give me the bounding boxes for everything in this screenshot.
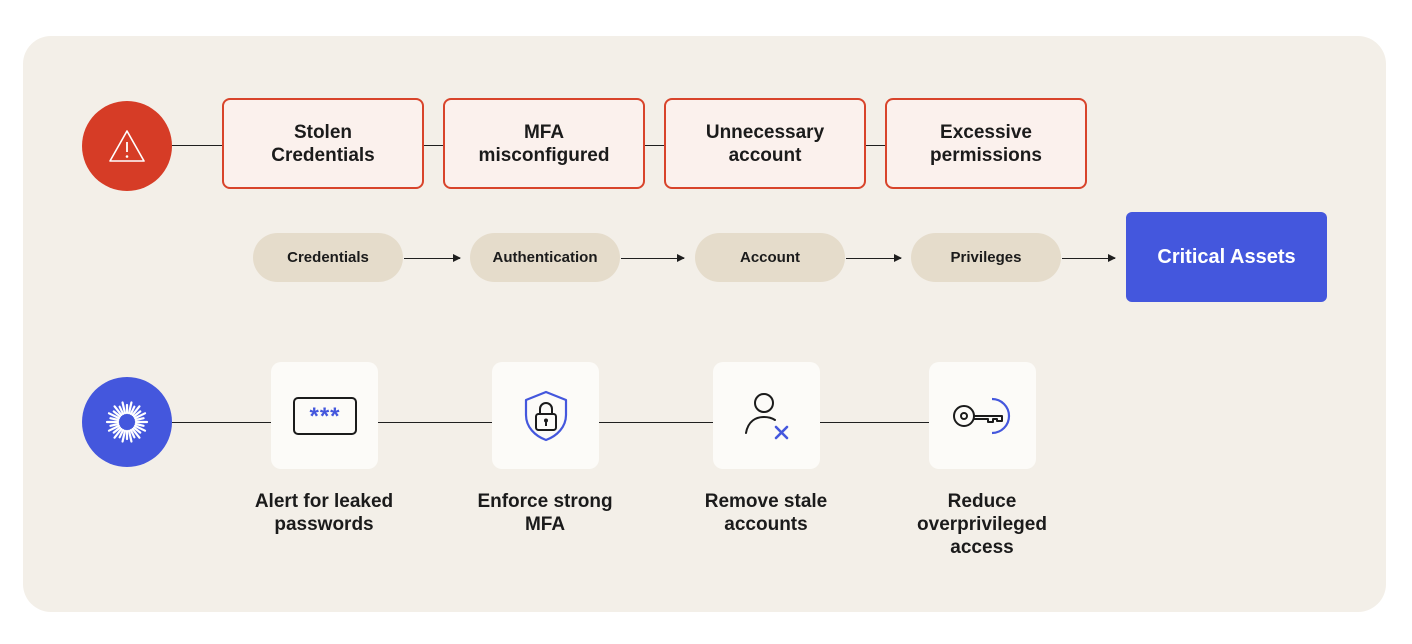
arrow-connector	[621, 254, 685, 262]
risk-box-excessive-permissions: Excessive permissions	[885, 98, 1087, 189]
connector-line	[172, 422, 271, 423]
svg-text:***: ***	[309, 403, 340, 430]
connector-line	[172, 145, 223, 146]
arrow-connector	[1062, 254, 1116, 262]
brand-badge	[82, 377, 172, 467]
stage-authentication: Authentication	[470, 233, 620, 282]
critical-assets-target: Critical Assets	[1126, 212, 1327, 302]
risk-box-mfa-misconfigured: MFA misconfigured	[443, 98, 645, 189]
warning-badge	[82, 101, 172, 191]
remove-user-icon	[744, 392, 788, 439]
stage-account: Account	[695, 233, 845, 282]
shield-lock-icon	[524, 390, 567, 441]
mitigation-tile-privileges	[929, 362, 1036, 469]
connector-line	[378, 422, 492, 423]
password-icon: ***	[292, 396, 357, 435]
connector-line	[866, 145, 886, 146]
mitigation-label: Remove stale accounts	[704, 491, 828, 535]
arrow-connector	[404, 254, 461, 262]
key-icon	[952, 397, 1010, 434]
risk-box-stolen-credentials: Stolen Credentials	[222, 98, 424, 189]
mitigation-label: Enforce strong MFA	[477, 491, 613, 535]
connector-line	[820, 422, 929, 423]
mitigation-tile-passwords: ***	[271, 362, 378, 469]
stage-credentials: Credentials	[253, 233, 403, 282]
mitigation-label: Alert for leaked passwords	[254, 491, 394, 535]
connector-line	[645, 145, 665, 146]
stage-privileges: Privileges	[911, 233, 1061, 282]
connector-line	[424, 145, 444, 146]
arrow-connector	[846, 254, 902, 262]
mitigation-tile-mfa	[492, 362, 599, 469]
mitigation-tile-stale-accounts	[713, 362, 820, 469]
connector-line	[599, 422, 713, 423]
mitigation-label: Reduce overprivileged access	[917, 491, 1047, 558]
sunburst-logo-icon	[105, 401, 149, 443]
warning-icon	[109, 130, 145, 162]
risk-box-unnecessary-account: Unnecessary account	[664, 98, 866, 189]
